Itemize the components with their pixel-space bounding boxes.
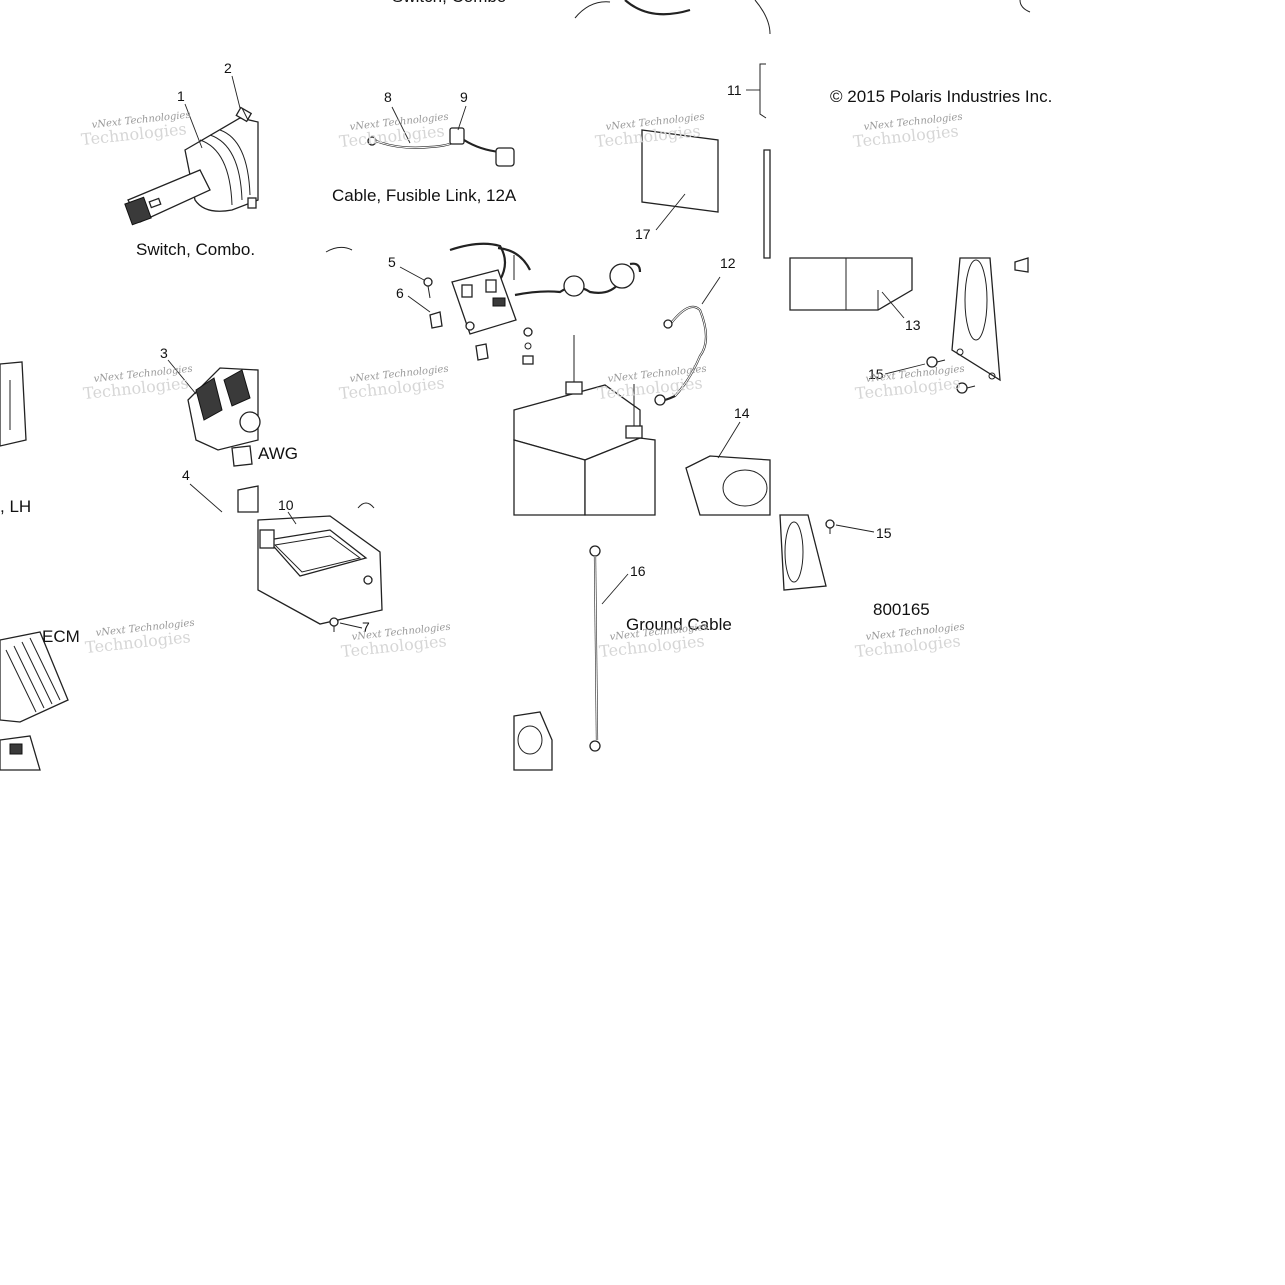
caption-ecm: ECM <box>42 627 80 646</box>
bracket-15-bottom: 15 800165 <box>779 514 930 619</box>
callout-7: 7 <box>362 619 370 635</box>
ecm-mount-plate-10: 10 7 <box>257 497 383 635</box>
callout-6: 6 <box>396 285 404 301</box>
bolt-5 <box>423 277 433 299</box>
fuse-holder-assembly: 5 6 <box>325 242 531 361</box>
callout-2: 2 <box>224 60 232 76</box>
svg-text:Switch, Combo: Switch, Combo <box>392 0 506 6</box>
ecm-assembly: ECM <box>0 627 80 771</box>
callout-8: 8 <box>384 89 392 105</box>
copyright: © 2015 Polaris Industries Inc. <box>830 87 1052 106</box>
top-cutoff-fragments: Switch, Combo <box>392 0 1031 35</box>
callout-3: 3 <box>160 345 168 361</box>
callout-10: 10 <box>278 497 294 513</box>
caption-switch-combo: Switch, Combo. <box>136 240 255 259</box>
switch-combo-assembly: 1 2 Switch, Combo. <box>124 60 259 259</box>
callout-16: 16 <box>630 563 646 579</box>
callout-17: 17 <box>635 226 651 242</box>
callout-1: 1 <box>177 88 185 104</box>
ground-cable-16: 16 Ground Cable <box>513 545 732 771</box>
callout-4: 4 <box>182 467 190 483</box>
callout-11: 11 <box>727 82 742 98</box>
caption-ground-cable: Ground Cable <box>626 615 732 634</box>
bolt-15-top <box>926 356 976 394</box>
callout-12: 12 <box>720 255 736 271</box>
callout-5: 5 <box>388 254 396 270</box>
callout-14: 14 <box>734 405 750 421</box>
caption-awg: AWG <box>258 444 298 463</box>
connector-assembly-3: 3 AWG , LH 4 <box>0 345 298 516</box>
copyright-tile: © 2015 Polaris Industries Inc. 11 13 15 <box>727 63 1052 394</box>
battery-assembly: 12 <box>513 255 736 516</box>
diagram-id: 800165 <box>873 600 930 619</box>
battery-tray-14: 14 <box>685 405 771 516</box>
cable-12 <box>654 305 708 406</box>
callout-15b: 15 <box>876 525 892 541</box>
pad-17: 17 <box>635 129 719 242</box>
caption-fusible-link: Cable, Fusible Link, 12A <box>332 186 517 205</box>
callout-9: 9 <box>460 89 468 105</box>
fusible-link-cable-assembly: 8 9 Cable, Fusible Link, 12A <box>332 89 517 205</box>
callout-13: 13 <box>905 317 921 333</box>
combo-switch-icon <box>124 106 259 226</box>
fusible-link-cable-icon <box>367 127 515 167</box>
battery-box-13 <box>763 149 913 311</box>
bolt-15-bottom <box>825 519 835 534</box>
ecm-module-icon <box>0 631 69 771</box>
battery-icon <box>513 335 656 516</box>
caption-lh: , LH <box>0 497 31 516</box>
ground-cable-icon <box>589 545 601 752</box>
bolt-7 <box>329 617 339 632</box>
callout-15a: 15 <box>868 366 884 382</box>
